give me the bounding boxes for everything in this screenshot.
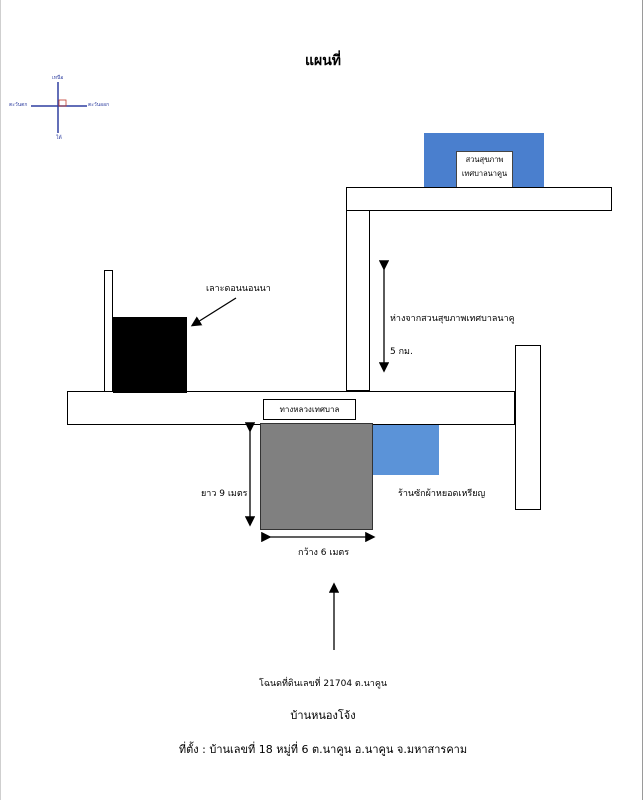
island-pointer-arrow [190,297,237,327]
health-park-label: สวนสุขภาพ เทศบาลนาคูน [456,151,513,188]
compass-north-label: เหนือ [52,75,64,81]
compass-east-label: ตะวันออก [88,102,110,108]
compass-cross-icon [31,82,87,133]
right-cross-road [515,345,541,510]
length-label: ยาว 9 เมตร [201,489,248,499]
width-label: กว้าง 6 เมตร [298,548,350,558]
island-label: เลาะดอนนอนนา [206,284,271,294]
address: ที่ตั้ง : บ้านเลขที่ 18 หมู่ที่ 6 ต.นาคู… [178,743,468,756]
road-label: ทางหลวงเทศบาล [263,399,356,420]
distance-label-line1: ห่างจากสวนสุขภาพเทศบาลนาคู [390,314,515,324]
health-park-label-line1: สวนสุขภาพ [465,155,504,164]
connector-road [346,211,370,391]
island-block [113,317,187,393]
upper-road [346,187,612,211]
land-plot [260,423,373,530]
compass-south-label: ใต้ [56,135,62,141]
health-park-label-line2: เทศบาลนาคูน [461,169,508,178]
village-name: บ้านหนองโจ้ง [290,709,356,722]
laundry-shop-label: ร้านซักผ้าหยอดเหรียญ [398,489,486,499]
deed-number: โฉนดที่ดินเลขที่ 21704 ต.นาคูน [258,679,387,689]
map-title: แผนที่ [304,53,342,69]
compass-west-label: ตะวันตก [9,102,28,108]
laundry-shop-block [373,425,439,475]
distance-label-line2: 5 กม. [390,347,413,357]
